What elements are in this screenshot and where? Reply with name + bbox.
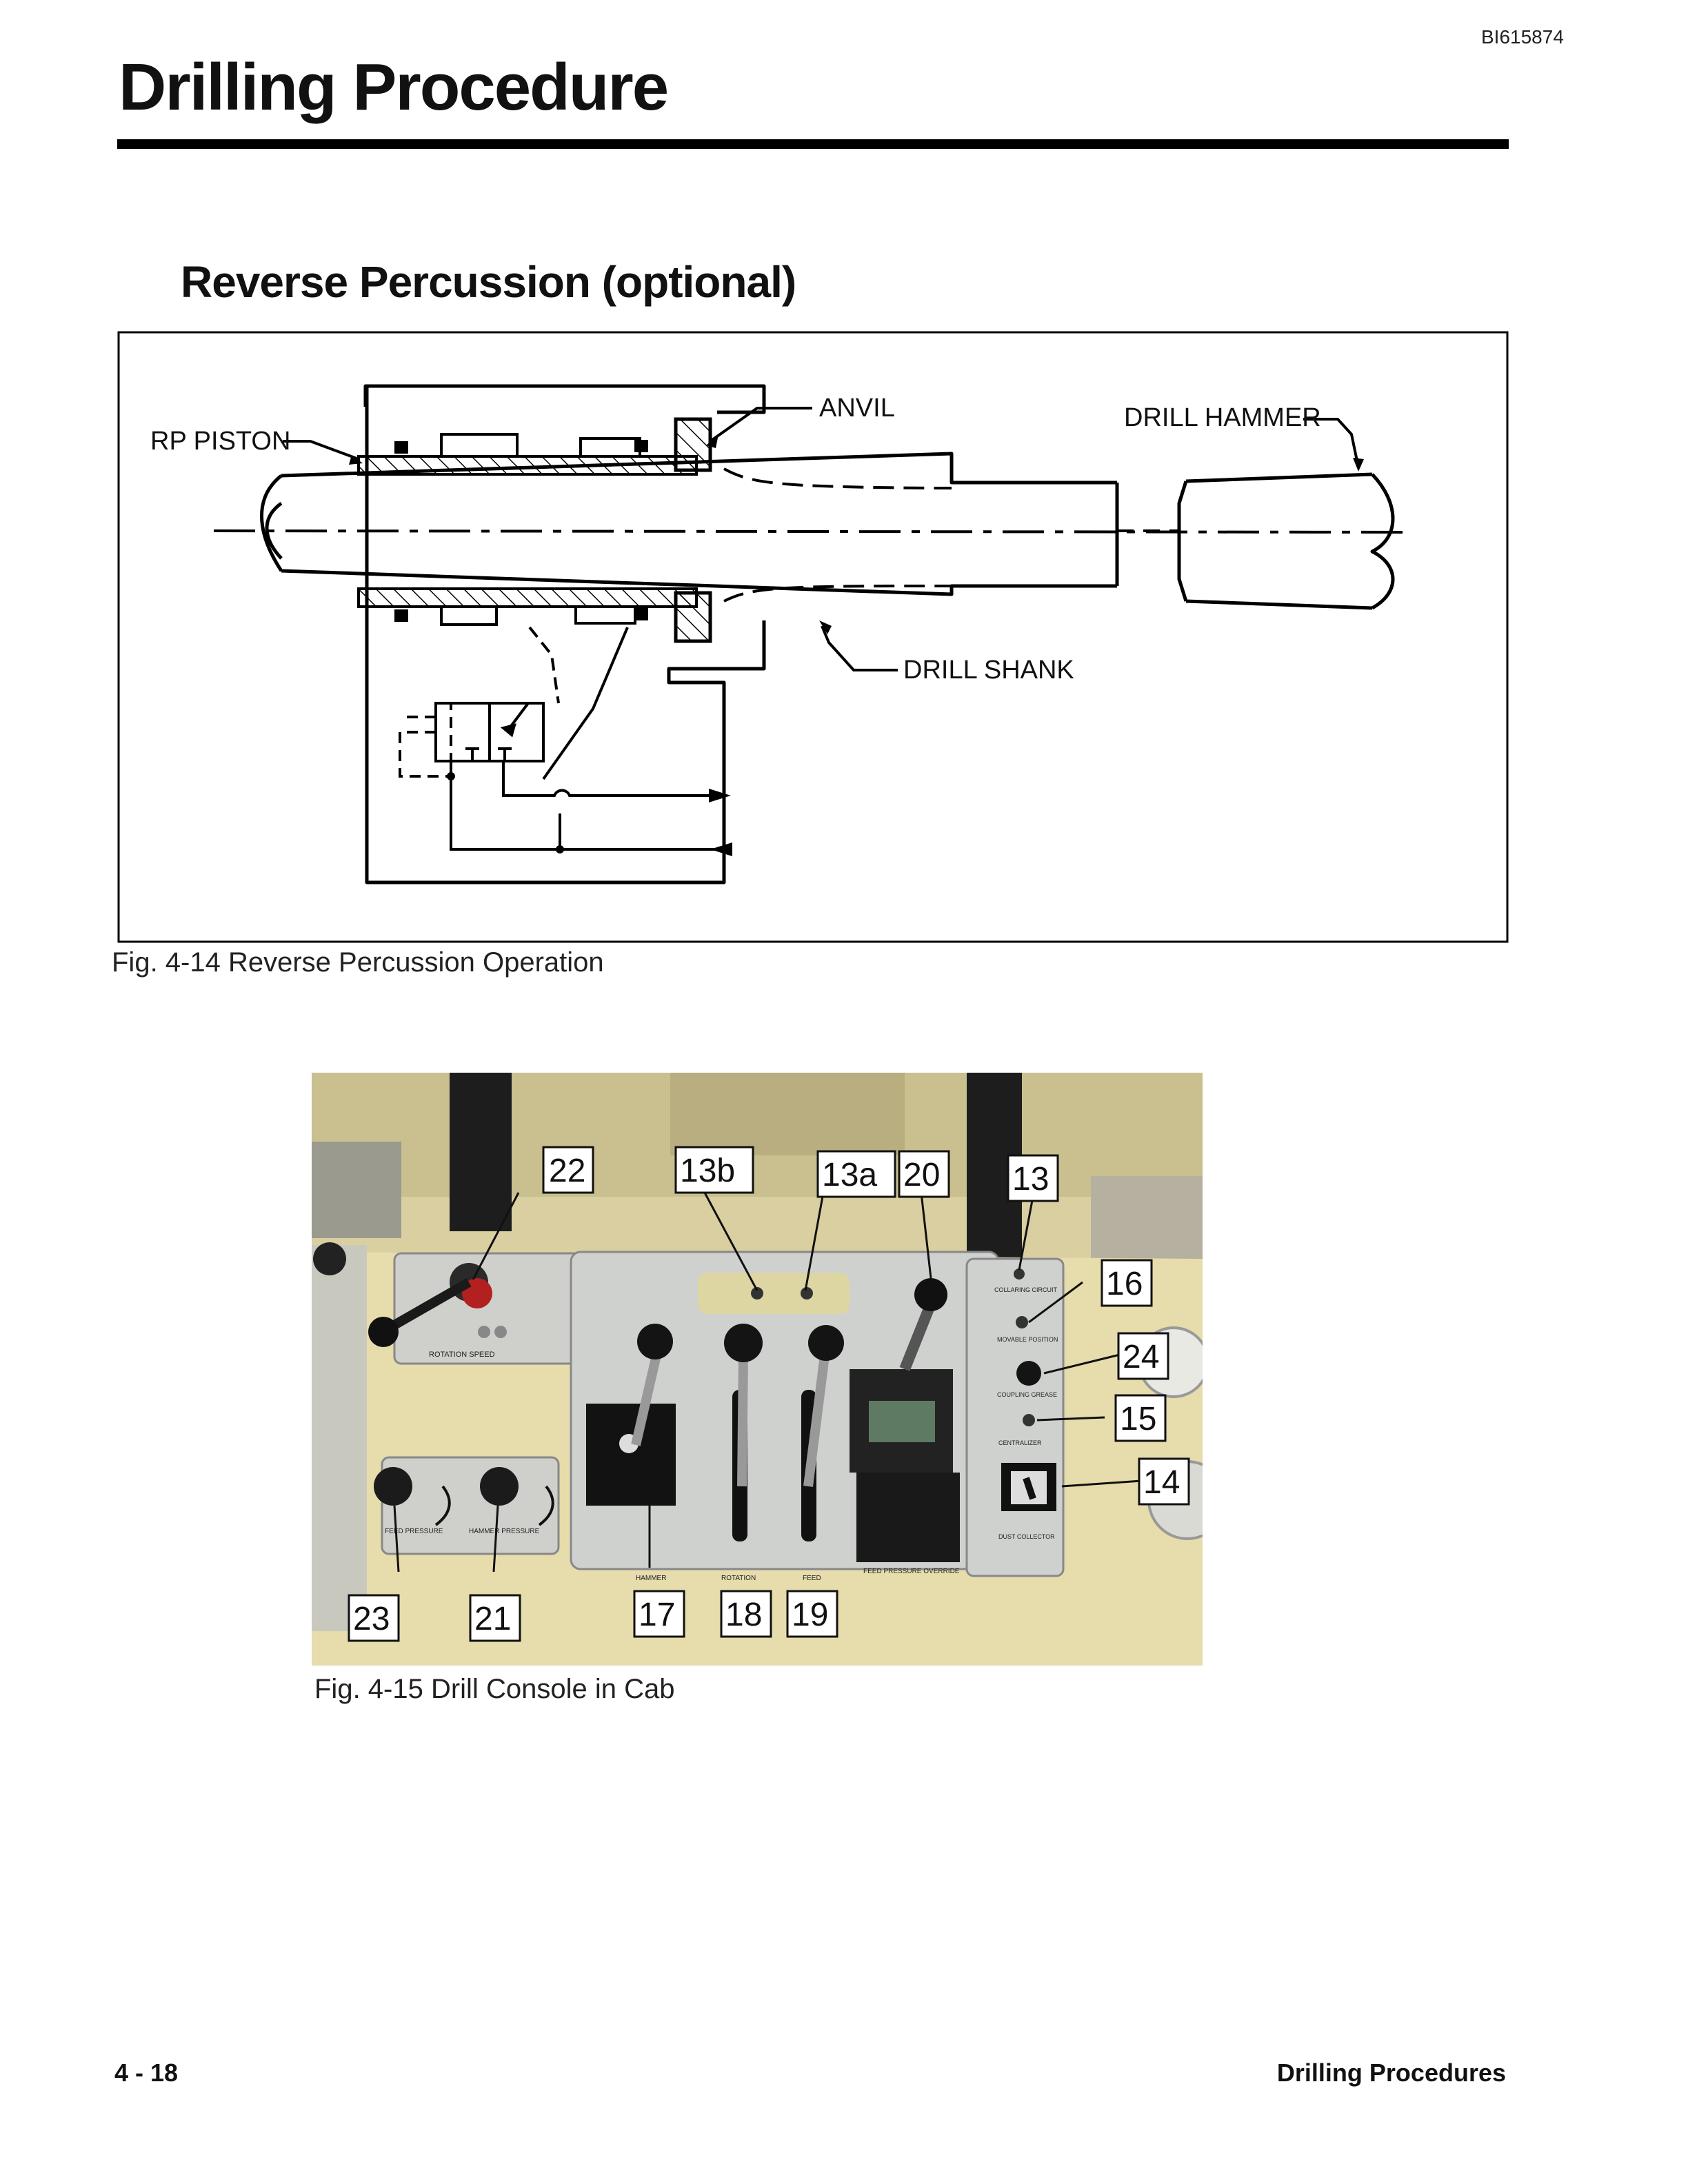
figure1-caption: Fig. 4-14 Reverse Percussion Operation	[112, 947, 604, 978]
hammer-end	[1370, 473, 1395, 610]
panel-label-centralizer: CENTRALIZER	[998, 1439, 1042, 1446]
callout-24: 24	[1123, 1339, 1159, 1375]
label-drill-hammer: DRILL HAMMER	[1124, 403, 1321, 432]
callout-17: 17	[639, 1597, 675, 1633]
panel-label-rotation: ROTATION	[721, 1575, 756, 1582]
rod-bottom	[281, 569, 1117, 596]
hammer-body	[1177, 472, 1373, 610]
rod-end-left	[260, 474, 283, 572]
anvil-upper	[674, 417, 712, 472]
callout-16: 16	[1106, 1266, 1143, 1302]
panel-label-movable: MOVABLE POSITION	[997, 1336, 1058, 1343]
callout-13a: 13a	[822, 1157, 877, 1193]
panel-label-collaring-circuit: COLLARING CIRCUIT	[994, 1286, 1058, 1293]
panel-label-feed-pressure-override: FEED PRESSURE OVERRIDE	[863, 1568, 960, 1575]
drill-console-photo: ROTATION SPEED FEED PRESSURE HAMMER PRES…	[312, 1073, 1203, 1666]
callout-13: 13	[1012, 1161, 1049, 1197]
label-anvil: ANVIL	[819, 394, 895, 423]
callouts: 22 13b 13a 20 13 16 24 15 14 23 21 17 18…	[348, 1146, 1190, 1642]
pressure-panel	[381, 1456, 560, 1555]
panel-label-feed: FEED	[803, 1575, 821, 1582]
label-rp-piston: RP PISTON	[150, 427, 290, 456]
callout-22: 22	[549, 1153, 585, 1189]
rp-piston-lower	[357, 587, 698, 608]
callout-19: 19	[792, 1597, 828, 1633]
chapter-name: Drilling Procedures	[1276, 2059, 1506, 2087]
housing-upper	[363, 384, 766, 414]
panel-label-coupling-grease: COUPLING GREASE	[997, 1391, 1057, 1398]
callout-20: 20	[903, 1157, 940, 1193]
anvil-lower	[674, 591, 712, 643]
panel-label-feed-pressure: FEED PRESSURE	[385, 1528, 443, 1535]
callout-18: 18	[725, 1597, 762, 1633]
figure2-caption: Fig. 4-15 Drill Console in Cab	[314, 1674, 675, 1704]
callout-23: 23	[353, 1601, 390, 1637]
housing-left	[365, 386, 766, 884]
panel-label-hammer-pressure: HAMMER PRESSURE	[469, 1528, 540, 1535]
panel-label-rotation-speed: ROTATION SPEED	[429, 1351, 495, 1359]
pilot-line	[399, 703, 452, 778]
section-title: Reverse Percussion (optional)	[181, 257, 796, 307]
callout-14: 14	[1143, 1464, 1180, 1501]
label-drill-shank: DRILL SHANK	[903, 656, 1074, 685]
callout-21: 21	[474, 1601, 511, 1637]
rod-left-break	[265, 501, 283, 560]
panel-label-hammer: HAMMER	[636, 1575, 666, 1582]
callout-15: 15	[1120, 1401, 1156, 1437]
document-id: BI615874	[1481, 26, 1564, 48]
callout-13b: 13b	[680, 1153, 735, 1189]
figure-frame	[117, 331, 1509, 943]
reverse-percussion-diagram: RP PISTON ANVIL DRILL HAMMER DRILL SHANK	[117, 331, 1509, 943]
title-rule	[117, 139, 1509, 149]
page-number: 4 - 18	[114, 2059, 179, 2087]
centerline	[213, 529, 1414, 534]
rp-piston-upper	[357, 455, 698, 476]
panel-label-dust-collector: DUST COLLECTOR	[998, 1533, 1055, 1540]
page-title: Drilling Procedure	[119, 50, 669, 124]
